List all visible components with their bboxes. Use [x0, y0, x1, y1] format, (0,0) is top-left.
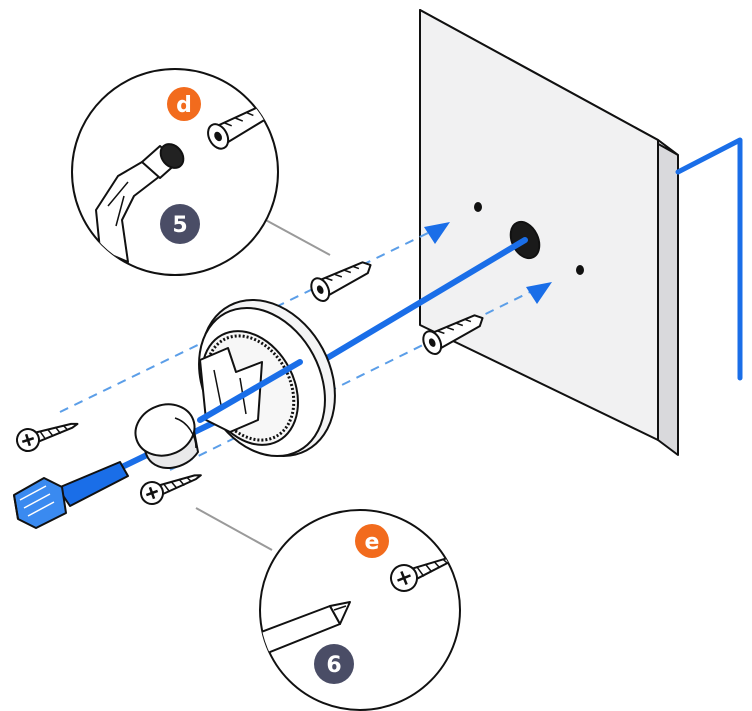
cable-grommet	[134, 403, 199, 470]
rj45-connector	[13, 461, 129, 529]
screw-anchor-lower	[422, 314, 484, 355]
step-badge-6-label: 6	[326, 653, 341, 678]
wall-plate	[419, 9, 679, 456]
screw-anchor-upper	[310, 261, 372, 302]
guide-arrow-upper	[59, 222, 450, 413]
screw-anchor-icon	[207, 104, 271, 150]
badge-d-label: d	[176, 93, 192, 118]
guide-arrow-lower	[169, 282, 552, 471]
wood-screw-lower-left	[140, 474, 202, 505]
leader-line-d	[261, 217, 331, 256]
wall-side	[657, 139, 679, 456]
badge-e-label: e	[365, 530, 380, 555]
mount-base	[197, 298, 336, 458]
badge-d: d	[167, 87, 201, 121]
callout-d: d 5	[71, 68, 279, 276]
wall-screw-hole-upper	[474, 202, 482, 212]
wood-screw-icon	[390, 555, 459, 592]
wall-screw-hole-lower	[576, 265, 584, 275]
badge-e: e	[355, 524, 389, 558]
callout-e: e 6	[259, 509, 461, 711]
wall-face	[419, 9, 659, 441]
leader-line-e	[195, 507, 273, 551]
step-badge-6: 6	[314, 644, 354, 684]
wood-screw-upper-left	[16, 422, 79, 452]
step-badge-5-label: 5	[172, 213, 187, 238]
cable-behind-wall	[675, 137, 743, 381]
hammer-icon	[95, 143, 185, 263]
step-badge-5: 5	[160, 204, 200, 244]
